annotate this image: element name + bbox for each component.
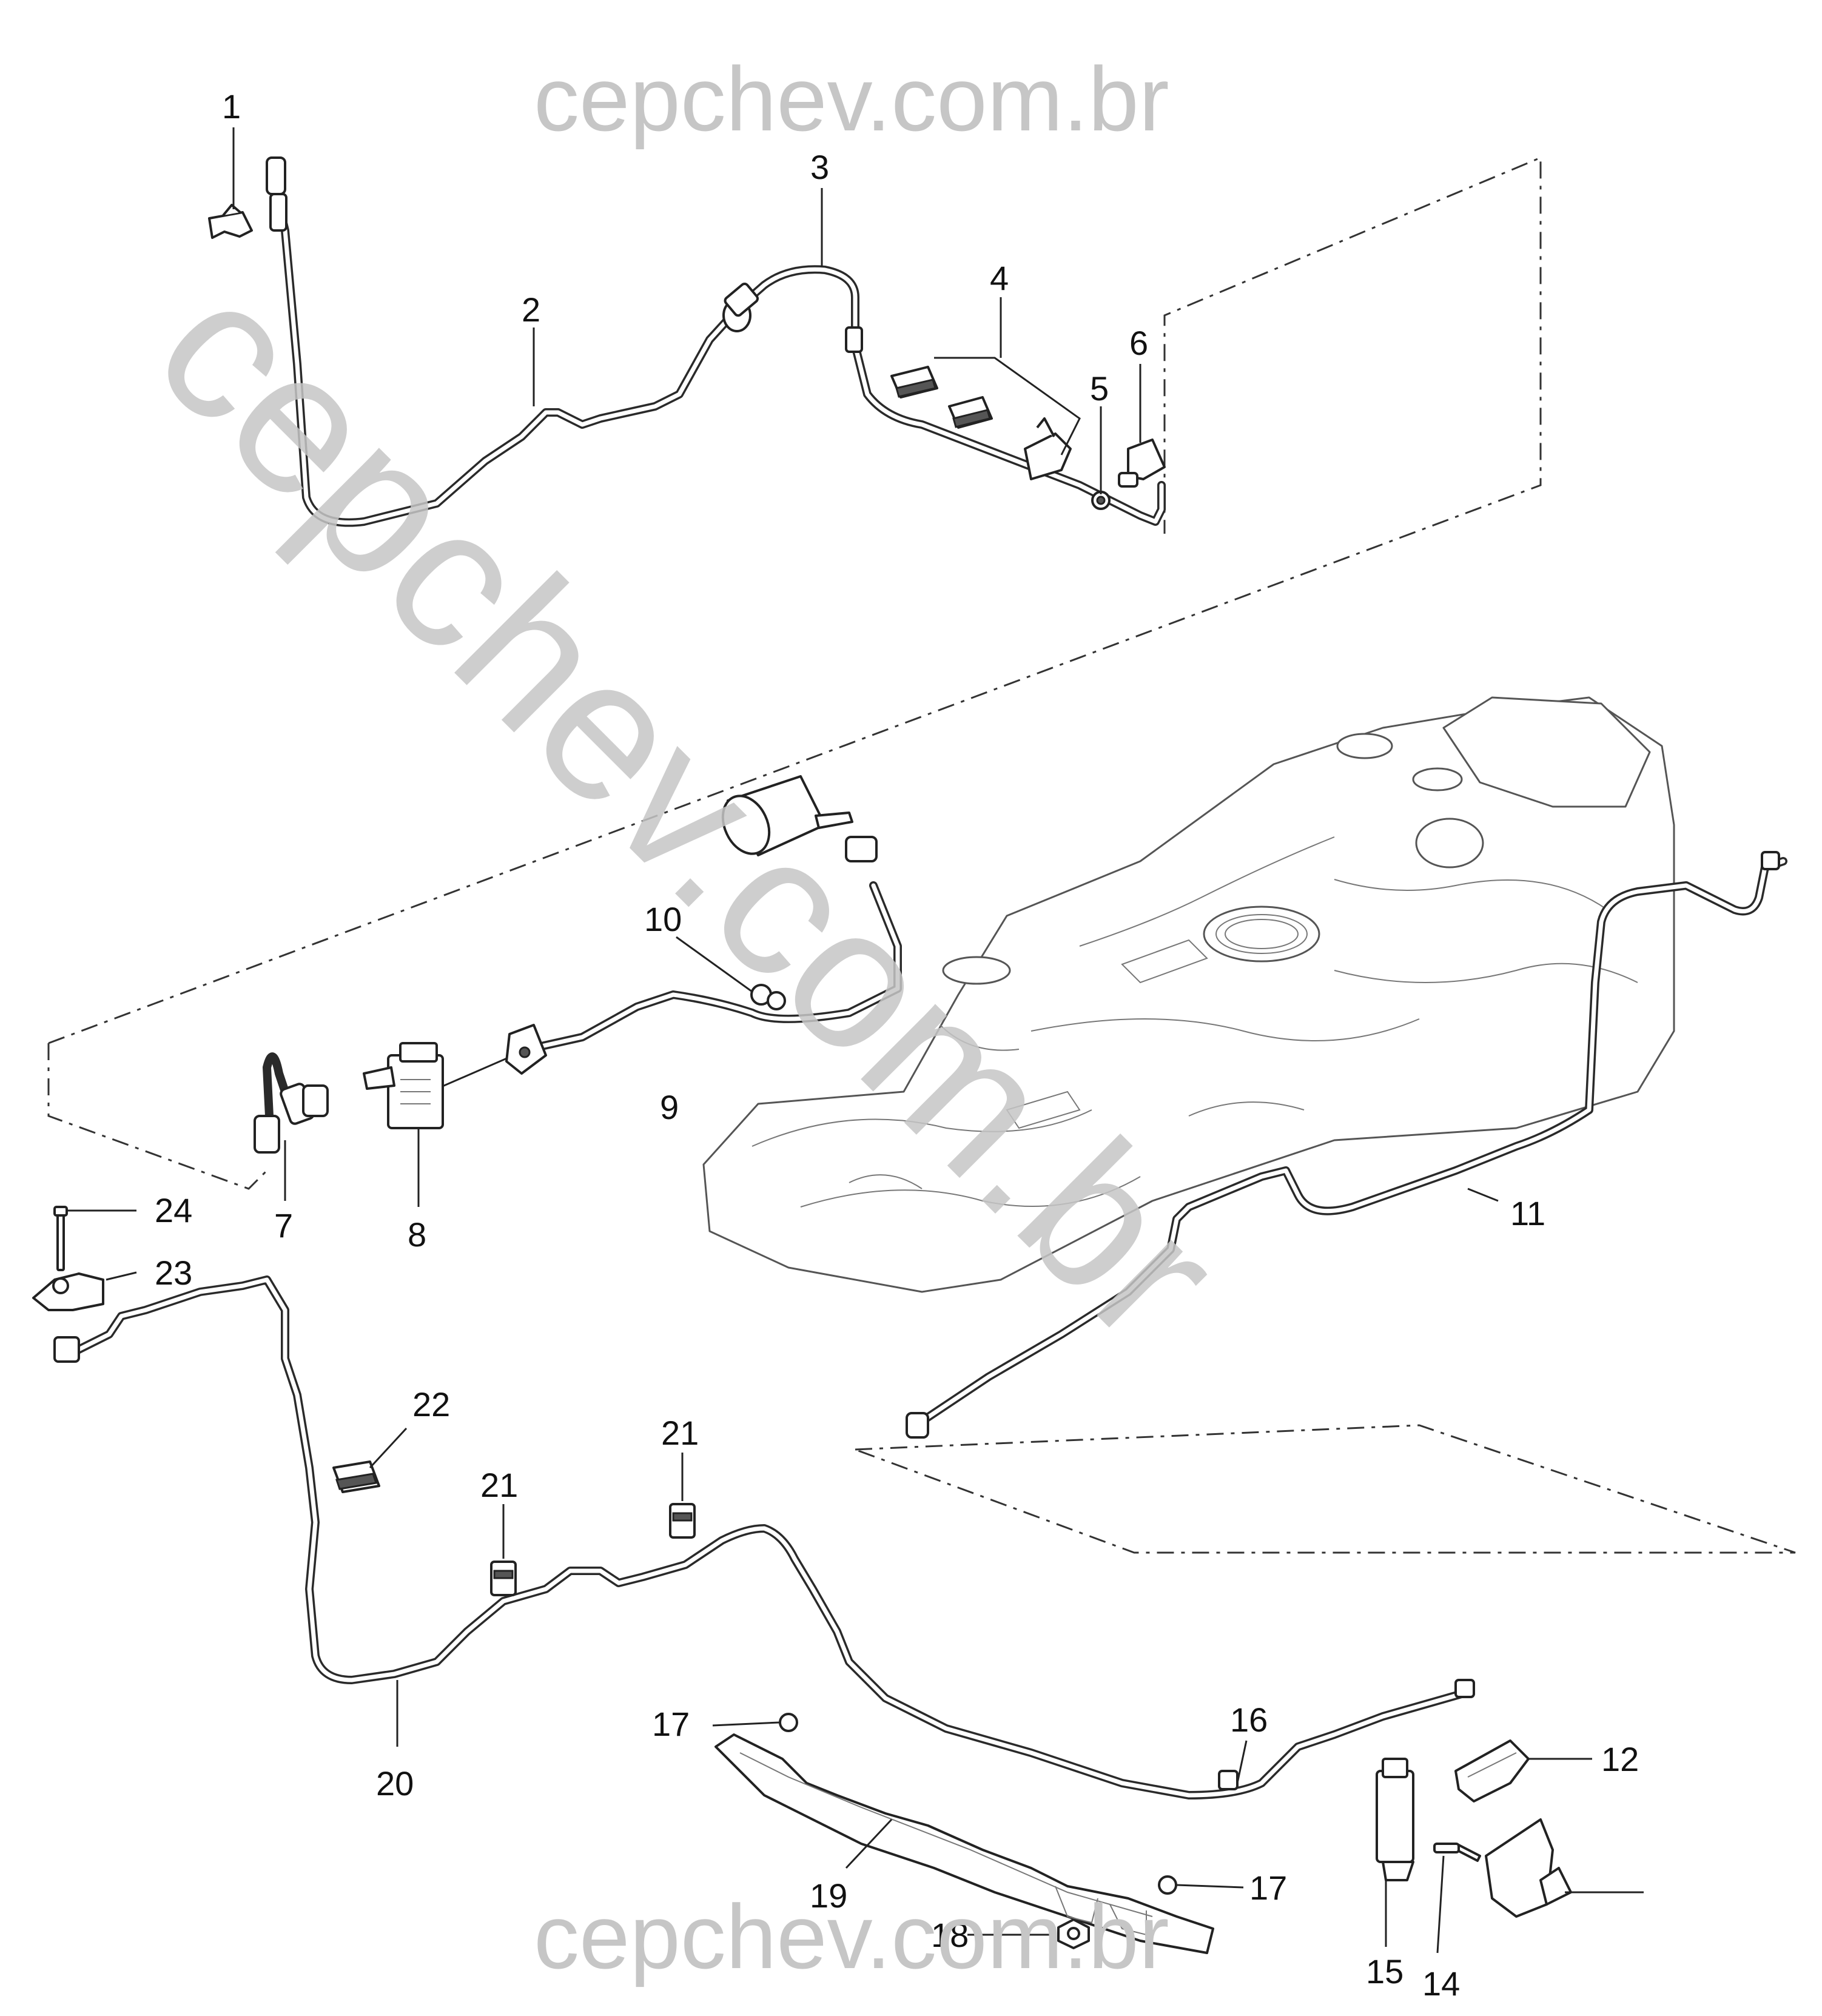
clip-part-1 (208, 204, 253, 239)
callout-7: 7 (274, 1206, 293, 1245)
washer-part-17a (779, 1713, 798, 1732)
dashed-outline-left (47, 1043, 268, 1190)
sensor-part-6 (1118, 438, 1166, 488)
bracket-part-15 (1376, 1758, 1414, 1881)
connector-part-2-top (266, 156, 287, 232)
shield-part-19 (714, 1733, 1214, 1954)
washer-part-17b (1158, 1875, 1177, 1895)
dashed-outline-lower (855, 1424, 1796, 1554)
callout-10: 10 (644, 900, 682, 938)
connector-part-3 (722, 282, 863, 353)
bracket-part-23 (32, 1272, 104, 1363)
callout-numbers: 1 2 3 4 5 6 7 8 9 10 11 12 14 15 16 17 1… (155, 87, 1639, 2003)
callout-8: 8 (408, 1215, 426, 1254)
callout-14: 14 (1422, 1964, 1460, 2003)
callout-16: 16 (1230, 1701, 1268, 1739)
clip-part-21a (490, 1561, 517, 1596)
callout-15: 15 (1366, 1952, 1403, 1991)
callout-5: 5 (1090, 369, 1109, 408)
callout-20: 20 (376, 1764, 414, 1803)
clip-part-22 (332, 1460, 380, 1493)
bolt-part-14 (1433, 1843, 1481, 1862)
dashed-group-outlines (47, 156, 1796, 1554)
callout-6: 6 (1129, 324, 1148, 362)
callout-18: 18 (931, 1916, 969, 1954)
watermark-top: cepchev.com.br (534, 48, 1169, 150)
callout-21a: 21 (480, 1466, 518, 1504)
plug-part-5 (1091, 491, 1111, 510)
callout-24: 24 (155, 1191, 192, 1229)
callout-17a: 17 (652, 1705, 690, 1743)
clip-part-10 (750, 984, 786, 1010)
connector-part-9 (505, 1024, 547, 1075)
components (32, 156, 1780, 1954)
dashed-outline-upper (48, 156, 1542, 1044)
callout-11: 11 (1510, 1194, 1545, 1232)
callout-19: 19 (810, 1877, 847, 1915)
callout-4: 4 (990, 259, 1009, 297)
callout-2: 2 (522, 291, 540, 329)
watermark-bottom: cepchev.com.br (534, 1886, 1169, 1987)
leader-lines (68, 127, 1592, 1954)
callout-12: 12 (1601, 1740, 1639, 1778)
bracket-lower (1485, 1818, 1644, 1918)
fuel-filter (721, 775, 878, 862)
callout-9: 9 (660, 1088, 679, 1126)
fitting-part-11 (906, 851, 1780, 1439)
connector-part-16 (1218, 1679, 1475, 1790)
callout-17b: 17 (1249, 1869, 1287, 1907)
clips-part-4 (890, 357, 1081, 480)
callout-3: 3 (810, 148, 829, 186)
bolt-part-24 (53, 1206, 68, 1271)
callout-23: 23 (155, 1254, 192, 1292)
callout-22: 22 (412, 1385, 450, 1423)
quick-connector-part-7 (254, 1052, 329, 1154)
bracket-part-12 (1454, 1739, 1530, 1803)
callout-21b: 21 (661, 1414, 699, 1452)
bracket-part-8 (363, 1042, 444, 1129)
callout-1: 1 (222, 87, 241, 126)
clip-part-21b (669, 1503, 696, 1539)
fuel-tank (702, 696, 1675, 1293)
pipes (69, 196, 1787, 1799)
